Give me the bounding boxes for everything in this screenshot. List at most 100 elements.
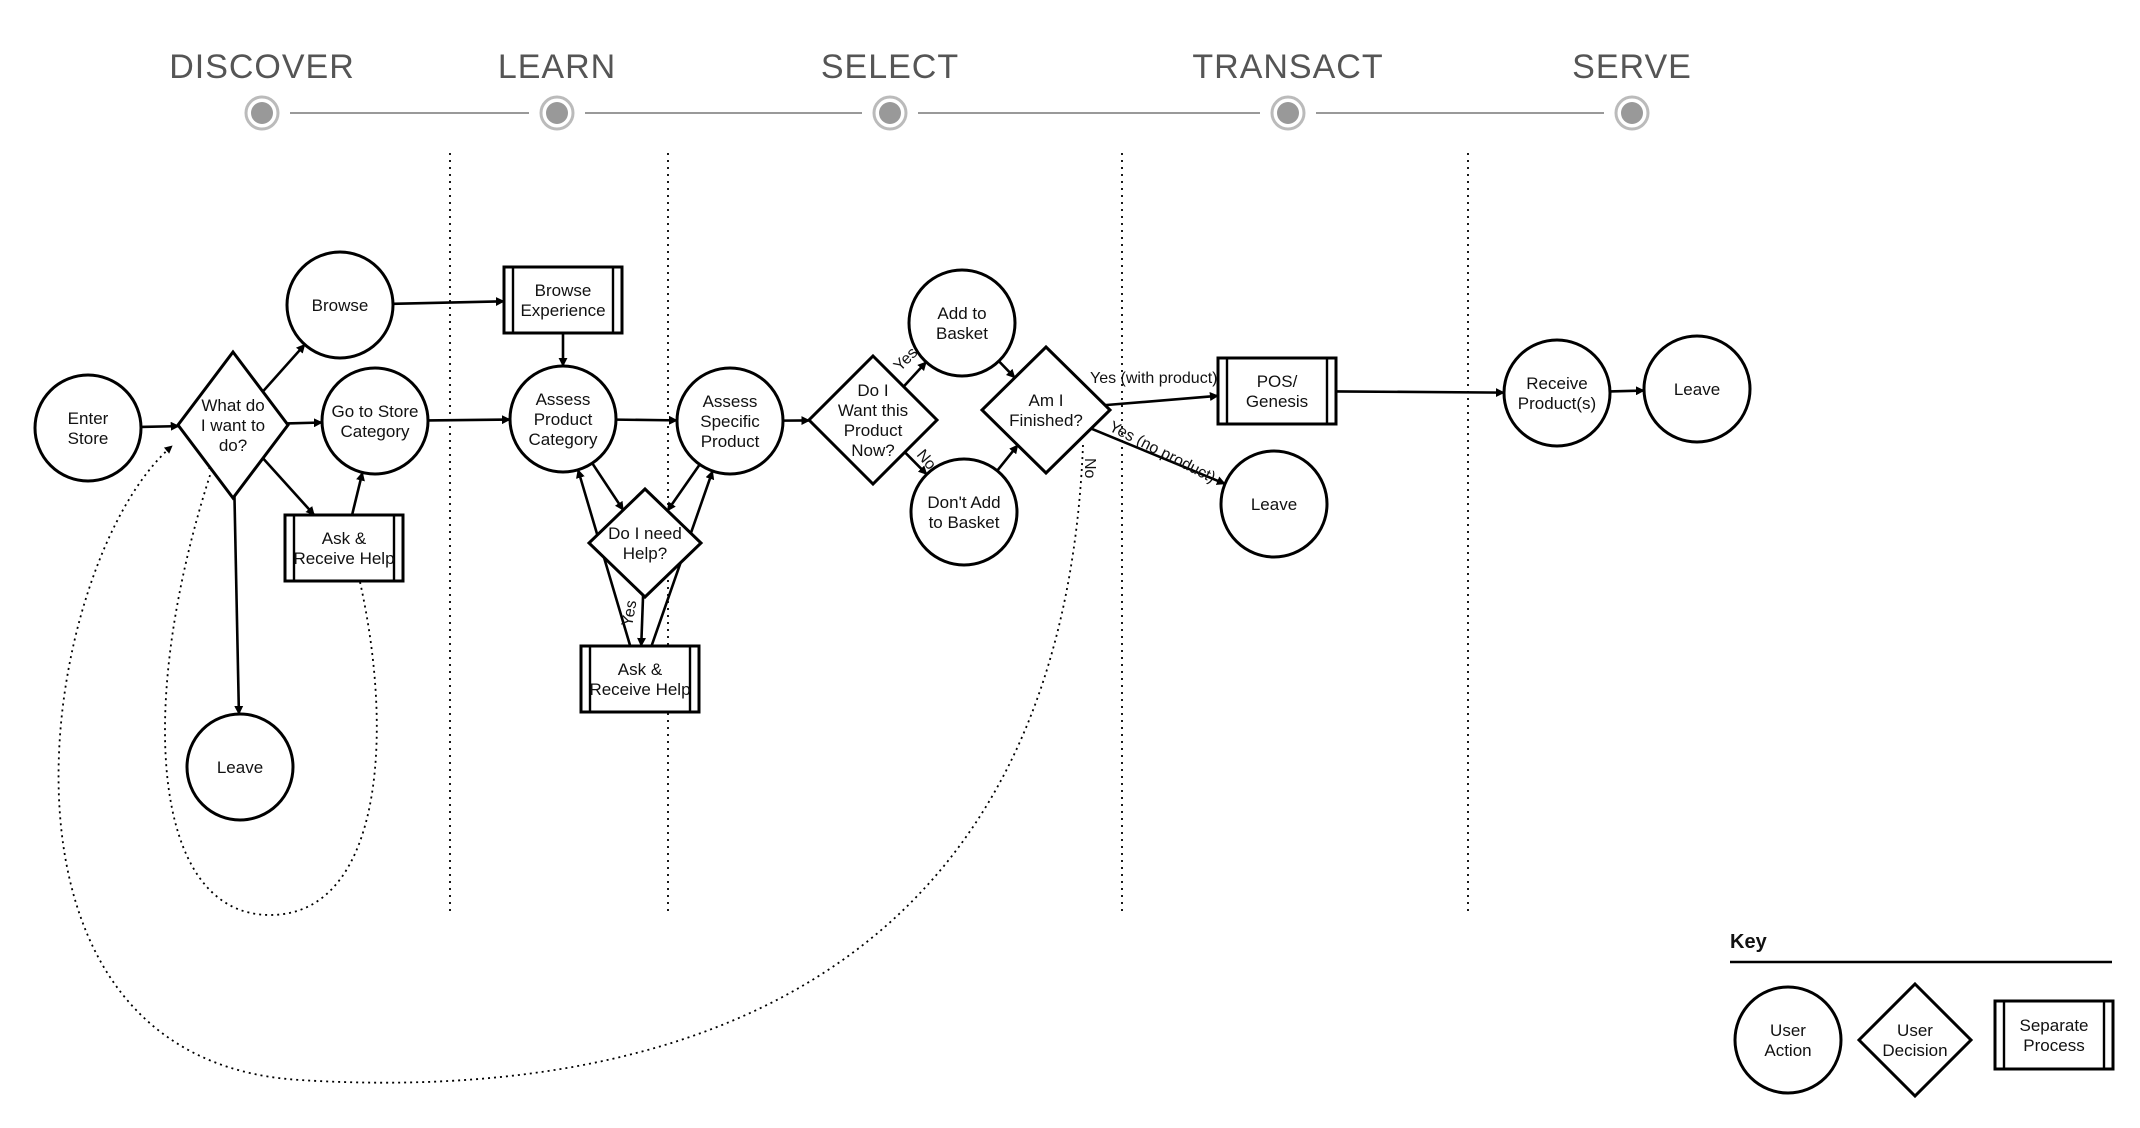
- node-pos-genesis-label: POS/: [1257, 372, 1298, 391]
- node-am-i-finished-label: Am I: [1029, 391, 1064, 410]
- key-item-process-label: Process: [2023, 1036, 2084, 1055]
- edge-what-do-i-want-to-go-to-store-category: [286, 418, 323, 428]
- node-do-i-need-help-label: Help?: [623, 544, 667, 563]
- node-browse-experience-label: Experience: [520, 301, 605, 320]
- node-assess-specific-product-label: Assess: [703, 392, 758, 411]
- phase-marker-fill: [879, 102, 901, 124]
- key-item-decision-label: User: [1897, 1021, 1933, 1040]
- key-item-process-shape: [1993, 999, 2115, 1071]
- edge-am-i-finished-to-leave-2: [1090, 427, 1226, 486]
- node-do-i-want-product-label: Want this: [838, 401, 908, 420]
- node-leave-1-label: Leave: [217, 758, 263, 777]
- node-ask-help-1-label: Ask &: [322, 529, 367, 548]
- edge-do-i-want-product-to-dont-add-to-basket: [903, 451, 928, 476]
- node-add-to-basket-label: Add to: [937, 304, 986, 323]
- edge-pos-genesis-to-receive-products: [1335, 388, 1505, 398]
- edge-receive-products-to-leave-3: [1609, 386, 1645, 396]
- node-leave-2: Leave: [1219, 449, 1329, 559]
- node-receive-products-shape: [1502, 338, 1612, 448]
- node-assess-specific-product-label: Product: [701, 432, 760, 451]
- edge-assess-product-category-to-assess-specific-product: [615, 415, 678, 425]
- edges-layer: [57, 297, 1645, 1084]
- key-item-decision-shape: [1856, 981, 1974, 1099]
- phase-marker-fill: [1277, 102, 1299, 124]
- node-browse-experience-shape: [502, 265, 624, 335]
- edge-label-do-i-need-help-to-ask-help-2: Yes: [619, 599, 640, 628]
- phase-label-learn: LEARN: [498, 48, 616, 86]
- node-enter-store-shape: [33, 373, 143, 483]
- node-pos-genesis-label: Genesis: [1246, 392, 1308, 411]
- edge-browse-to-browse-experience: [392, 297, 505, 307]
- key-item-action-label: Action: [1764, 1041, 1811, 1060]
- node-browse-experience-label: Browse: [535, 281, 592, 300]
- node-ask-help-2-shape: [579, 644, 701, 714]
- node-do-i-want-product-shape: [806, 353, 940, 487]
- node-leave-3-shape: [1642, 334, 1752, 444]
- node-dont-add-to-basket-shape: [909, 457, 1019, 567]
- node-what-do-i-want-shape: [176, 349, 290, 501]
- edge-what-do-i-want-to-ask-help-1: [262, 457, 316, 516]
- node-go-to-store-category-shape: [320, 366, 430, 476]
- node-am-i-finished-label: Finished?: [1009, 411, 1083, 430]
- key-item-decision-label: Decision: [1882, 1041, 1947, 1060]
- node-leave-3: Leave: [1642, 334, 1752, 444]
- node-enter-store-label: Store: [68, 429, 109, 448]
- node-ask-help-1-label: Receive Help: [293, 549, 394, 568]
- edge-go-to-store-category-to-assess-product-category: [427, 415, 511, 425]
- phase-marker-fill: [251, 102, 273, 124]
- node-leave-3-label: Leave: [1674, 380, 1720, 399]
- edge-label-am-i-finished-to-pos-genesis: Yes (with product): [1090, 370, 1217, 387]
- phase-label-discover: DISCOVER: [169, 48, 355, 86]
- phase-label-transact: TRANSACT: [1192, 48, 1383, 86]
- edge-ask-help-1-to-go-to-store-category: [350, 471, 365, 516]
- node-am-i-finished-shape: [979, 344, 1113, 476]
- node-leave-1: Leave: [185, 712, 295, 822]
- node-what-do-i-want-label: do?: [219, 436, 247, 455]
- node-enter-store-label: Enter: [68, 409, 109, 428]
- key-title: Key: [1730, 931, 1768, 953]
- node-what-do-i-want-label: What do: [201, 396, 264, 415]
- node-do-i-want-product-label: Do I: [857, 381, 888, 400]
- node-add-to-basket-shape: [907, 268, 1017, 378]
- node-add-to-basket-label: Basket: [936, 324, 988, 343]
- node-assess-product-category-label: Assess: [536, 390, 591, 409]
- key-item-action-label: User: [1770, 1021, 1806, 1040]
- edge-what-do-i-want-to-browse: [261, 343, 306, 393]
- node-leave-2-shape: [1219, 449, 1329, 559]
- edge-assess-specific-product-to-do-i-need-help: [666, 463, 701, 512]
- edge-do-i-need-help-to-ask-help-2: [637, 595, 647, 647]
- edge-label-am-i-finished-to-what-do-i-want: No: [1081, 458, 1098, 479]
- phase-marker-fill: [546, 102, 568, 124]
- node-leave-2-label: Leave: [1251, 495, 1297, 514]
- node-receive-products-label: Receive: [1526, 374, 1587, 393]
- phase-marker-fill: [1621, 102, 1643, 124]
- key-item-action-shape: [1733, 985, 1843, 1095]
- node-receive-products-label: Product(s): [1518, 394, 1596, 413]
- node-pos-genesis-shape: [1216, 356, 1338, 426]
- node-ask-help-2-label: Ask &: [618, 660, 663, 679]
- edge-add-to-basket-to-am-i-finished: [997, 360, 1016, 379]
- edge-what-do-i-want-to-leave-1: [233, 496, 244, 715]
- edge-am-i-finished-to-what-do-i-want: [57, 444, 1084, 1084]
- edge-dont-add-to-basket-to-am-i-finished: [996, 444, 1019, 472]
- node-dont-add-to-basket-label: Don't Add: [927, 493, 1000, 512]
- node-do-i-want-product-label: Product: [844, 421, 903, 440]
- phase-label-serve: SERVE: [1572, 48, 1692, 86]
- grid-layer: [449, 153, 1469, 915]
